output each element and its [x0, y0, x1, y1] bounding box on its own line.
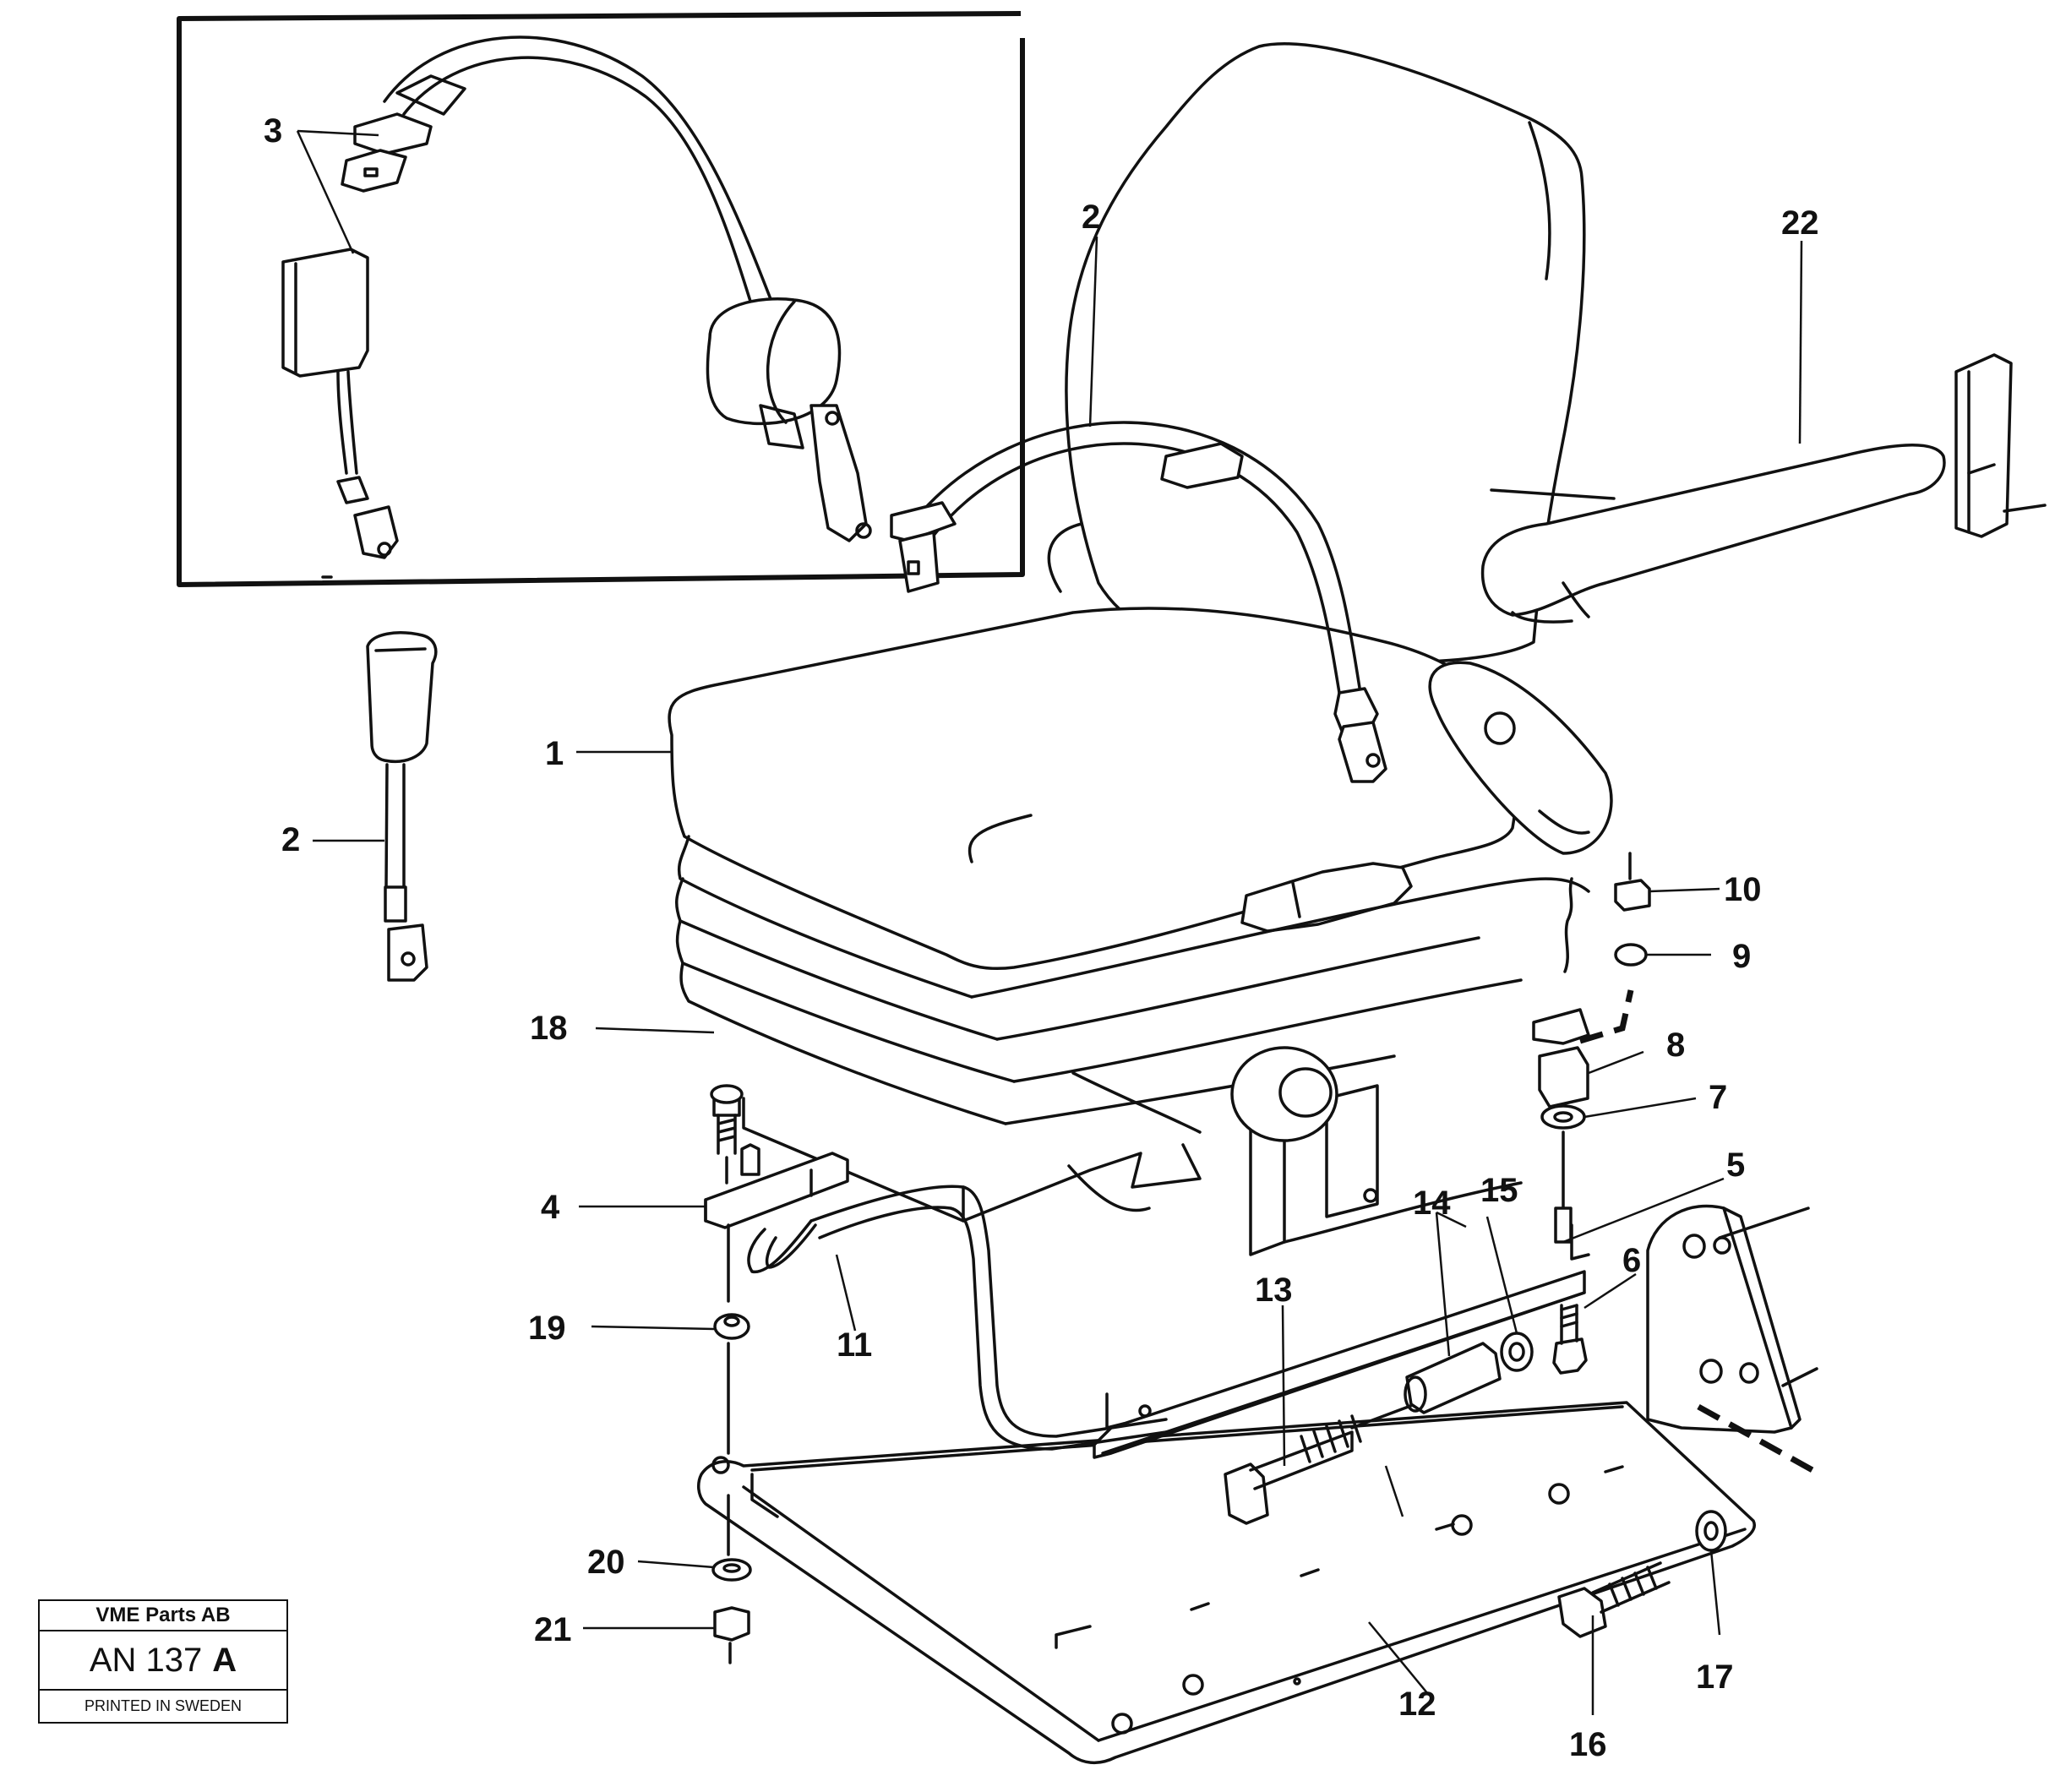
callout-10: 10 — [1724, 871, 1762, 908]
callout-5: 5 — [1726, 1147, 1745, 1184]
callout-4: 4 — [541, 1189, 560, 1226]
seat-base-frame — [742, 989, 1634, 1256]
spacer-14 — [1404, 1342, 1502, 1414]
callout-1: 1 — [545, 735, 564, 772]
buckle-part — [366, 631, 438, 982]
stamp-drawing-no: AN 137 — [89, 1641, 203, 1679]
callout-21: 21 — [534, 1611, 572, 1648]
callout-2-belt: 2 — [1082, 199, 1100, 236]
upright-bracket — [1646, 1204, 1818, 1473]
inset-three-point-belt — [281, 35, 872, 579]
mounting-plate — [696, 1401, 1756, 1764]
callout-19: 19 — [528, 1310, 566, 1347]
lap-belt — [890, 421, 1387, 783]
callout-20: 20 — [587, 1544, 625, 1581]
stamp-drawing-number: AN 137 A — [40, 1631, 286, 1691]
bolt-13 — [1224, 1401, 1421, 1525]
washer-9 — [1614, 943, 1648, 967]
callout-11: 11 — [837, 1326, 872, 1364]
left-rail-and-lever — [704, 1143, 1168, 1451]
callout-labels: 3 2 22 1 2 10 9 18 8 7 5 4 14 15 6 13 19… — [264, 112, 1819, 1763]
callout-9: 9 — [1732, 938, 1751, 975]
washer-7 — [1540, 1104, 1586, 1244]
washer-17 — [1695, 1510, 1727, 1552]
callout-17: 17 — [1696, 1659, 1734, 1696]
callout-16: 16 — [1569, 1726, 1607, 1763]
nut-10 — [1614, 852, 1651, 912]
callout-6: 6 — [1622, 1242, 1641, 1279]
callout-7: 7 — [1709, 1079, 1727, 1116]
callout-18: 18 — [530, 1010, 568, 1047]
spacer-19 — [713, 1223, 750, 1455]
stamp-printed: PRINTED IN SWEDEN — [84, 1697, 242, 1714]
callout-15: 15 — [1480, 1172, 1518, 1209]
callout-3: 3 — [264, 112, 282, 150]
adjustment-knob — [1230, 1046, 1338, 1142]
stamp-revision: A — [212, 1641, 237, 1679]
rubber-bush-8 — [1538, 1046, 1589, 1108]
callout-13: 13 — [1255, 1272, 1293, 1309]
callout-12: 12 — [1398, 1686, 1436, 1723]
callout-8: 8 — [1666, 1027, 1685, 1064]
screw-18 — [710, 1084, 744, 1185]
armrest — [1480, 353, 2047, 624]
washer-20 — [711, 1494, 752, 1582]
callout-leaders — [296, 129, 1803, 1715]
stamp-company: VME Parts AB — [40, 1601, 286, 1631]
side-cover — [1428, 661, 1613, 855]
drawing-stamp: VME Parts AB AN 137 A PRINTED IN SWEDEN — [38, 1599, 288, 1724]
seat-cushion — [668, 607, 1519, 971]
bolt-6 — [1552, 1304, 1588, 1375]
washer-15 — [1500, 1332, 1534, 1372]
callout-22: 22 — [1781, 204, 1819, 242]
callout-2-buckle: 2 — [281, 821, 300, 858]
nut-21 — [713, 1606, 750, 1664]
seat-bellows — [675, 835, 1590, 1134]
inset-frame — [177, 11, 1025, 587]
callout-14: 14 — [1413, 1185, 1451, 1222]
